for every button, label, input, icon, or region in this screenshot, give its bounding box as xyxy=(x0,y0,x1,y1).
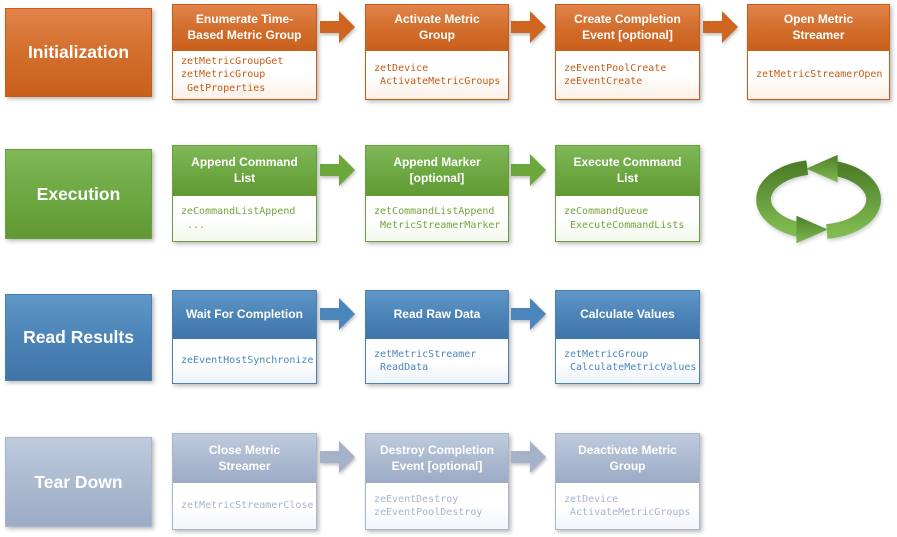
right-arrow-icon xyxy=(320,154,355,186)
step-title: Deactivate Metric Group xyxy=(556,434,699,483)
right-arrow-icon xyxy=(320,441,355,473)
step-open-metric-streamer: Open Metric Streamer zetMetricStreamerOp… xyxy=(747,4,890,100)
step-close-metric-streamer: Close Metric Streamer zetMetricStreamerC… xyxy=(172,433,317,530)
row-label-tear-down: Tear Down xyxy=(5,437,152,527)
step-api-calls: zetMetricStreamer ReadData xyxy=(374,348,477,374)
step-create-completion-event: Create Completion Event [optional] zeEve… xyxy=(555,4,700,100)
step-activate-metric-group: Activate Metric Group zetDevice Activate… xyxy=(365,4,509,100)
step-api-calls: zeEventPoolCreate zeEventCreate xyxy=(564,62,667,88)
right-arrow-icon xyxy=(511,11,546,43)
step-title: Wait For Completion xyxy=(173,291,316,339)
step-api-calls: zetMetricGroupGet zetMetricGroup GetProp… xyxy=(181,55,284,94)
row-label-initialization: Initialization xyxy=(5,8,152,97)
step-api-calls: zetMetricStreamerClose xyxy=(181,500,314,512)
step-title: Create Completion Event [optional] xyxy=(556,5,699,51)
row-label-execution: Execution xyxy=(5,149,152,239)
step-append-command-list: Append Command List zeCommandListAppend … xyxy=(172,145,317,242)
step-api-calls: zetDevice ActivateMetricGroups xyxy=(564,493,691,519)
step-title: Append Command List xyxy=(173,146,316,196)
step-calculate-values: Calculate Values zetMetricGroup Calculat… xyxy=(555,290,700,384)
step-title: Destroy Completion Event [optional] xyxy=(366,434,508,483)
right-arrow-icon xyxy=(511,441,546,473)
row-tear-down: Tear Down Close Metric Streamer zetMetri… xyxy=(0,433,897,530)
step-title: Append Marker [optional] xyxy=(366,146,508,196)
step-api-calls: zeCommandQueue ExecuteCommandLists xyxy=(564,206,685,231)
step-title: Calculate Values xyxy=(556,291,699,339)
step-title: Read Raw Data xyxy=(366,291,508,339)
row-read-results: Read Results Wait For Completion zeEvent… xyxy=(0,290,897,384)
step-destroy-completion-event: Destroy Completion Event [optional] zeEv… xyxy=(365,433,509,530)
row-label-read-results: Read Results xyxy=(5,294,152,381)
step-api-calls: zetDevice ActivateMetricGroups xyxy=(374,62,501,88)
right-arrow-icon xyxy=(511,298,546,330)
step-enumerate-metric-group: Enumerate Time- Based Metric Group zetMe… xyxy=(172,4,317,100)
step-append-marker: Append Marker [optional] zetCommandListA… xyxy=(365,145,509,242)
step-title: Enumerate Time- Based Metric Group xyxy=(173,5,316,51)
step-api-calls: zeCommandListAppend ... xyxy=(181,206,296,231)
step-api-calls: zetMetricStreamerOpen xyxy=(756,69,883,81)
row-initialization: Initialization Enumerate Time- Based Met… xyxy=(0,4,897,100)
step-deactivate-metric-group: Deactivate Metric Group zetDevice Activa… xyxy=(555,433,700,530)
right-arrow-icon xyxy=(703,11,738,43)
step-api-calls: zeEventDestroy zeEventPoolDestroy xyxy=(374,493,483,519)
right-arrow-icon xyxy=(320,11,355,43)
right-arrow-icon xyxy=(511,154,546,186)
repeat-loop-icon xyxy=(756,154,881,244)
right-arrow-icon xyxy=(320,298,355,330)
step-title: Open Metric Streamer xyxy=(748,5,889,51)
step-api-calls: zetCommandListAppend MetricStreamerMarke… xyxy=(374,206,501,231)
step-read-raw-data: Read Raw Data zetMetricStreamer ReadData xyxy=(365,290,509,384)
step-title: Activate Metric Group xyxy=(366,5,508,51)
step-api-calls: zetMetricGroup CalculateMetricValues xyxy=(564,348,697,374)
step-api-calls: zeEventHostSynchronize xyxy=(181,355,314,367)
step-wait-for-completion: Wait For Completion zeEventHostSynchroni… xyxy=(172,290,317,384)
step-title: Close Metric Streamer xyxy=(173,434,316,483)
step-title: Execute Command List xyxy=(556,146,699,196)
step-execute-command-list: Execute Command List zeCommandQueue Exec… xyxy=(555,145,700,242)
row-execution: Execution Append Command List zeCommandL… xyxy=(0,145,897,244)
